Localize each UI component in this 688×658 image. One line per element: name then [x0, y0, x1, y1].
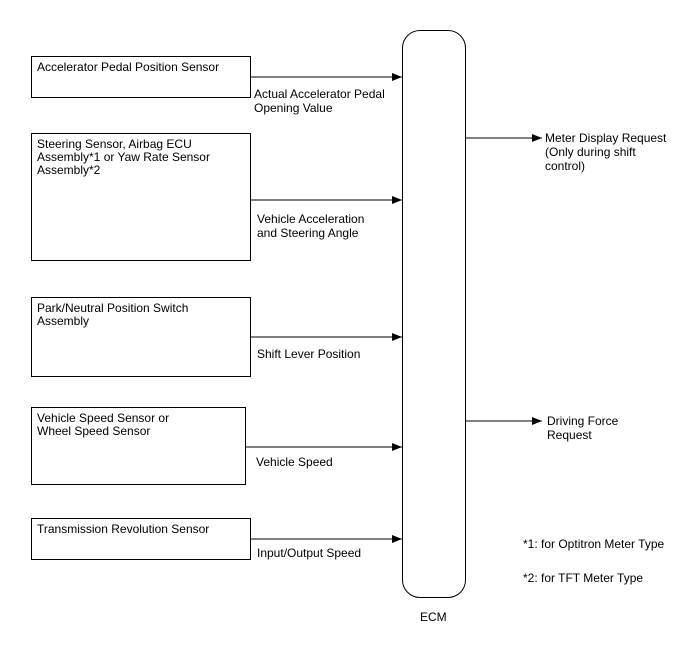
footnote-1: *1: for Optitron Meter Type: [523, 537, 665, 551]
meter-display-request-label: Meter Display Request (Only during shift…: [545, 131, 667, 173]
park-neutral-switch-box: Park/Neutral Position Switch Assembly: [31, 297, 251, 377]
transmission-sensor-box: Transmission Revolution Sensor: [31, 518, 251, 560]
ecm-block: [402, 30, 466, 598]
accelerator-pedal-sensor-label: Accelerator Pedal Position Sensor: [37, 60, 220, 74]
ecm-label: ECM: [420, 610, 447, 624]
driving-force-request-label: Driving Force Request: [547, 414, 619, 442]
steering-signal-label: Vehicle Acceleration and Steering Angle: [257, 212, 365, 240]
vehicle-speed-sensor-box: Vehicle Speed Sensor or Wheel Speed Sens…: [31, 407, 246, 485]
vehicle-speed-signal-label: Vehicle Speed: [256, 455, 333, 469]
park-neutral-switch-label: Park/Neutral Position Switch Assembly: [37, 301, 189, 328]
steering-sensor-label: Steering Sensor, Airbag ECU Assembly*1 o…: [37, 137, 210, 177]
accelerator-pedal-sensor-box: Accelerator Pedal Position Sensor: [31, 56, 251, 98]
footnote-2: *2: for TFT Meter Type: [523, 571, 644, 585]
shift-lever-signal-label: Shift Lever Position: [257, 347, 361, 361]
steering-sensor-box: Steering Sensor, Airbag ECU Assembly*1 o…: [31, 133, 251, 261]
accelerator-signal-label: Actual Accelerator Pedal Opening Value: [254, 87, 385, 115]
vehicle-speed-sensor-label: Vehicle Speed Sensor or Wheel Speed Sens…: [37, 411, 170, 438]
input-output-speed-signal-label: Input/Output Speed: [257, 546, 362, 560]
transmission-sensor-label: Transmission Revolution Sensor: [37, 522, 210, 536]
